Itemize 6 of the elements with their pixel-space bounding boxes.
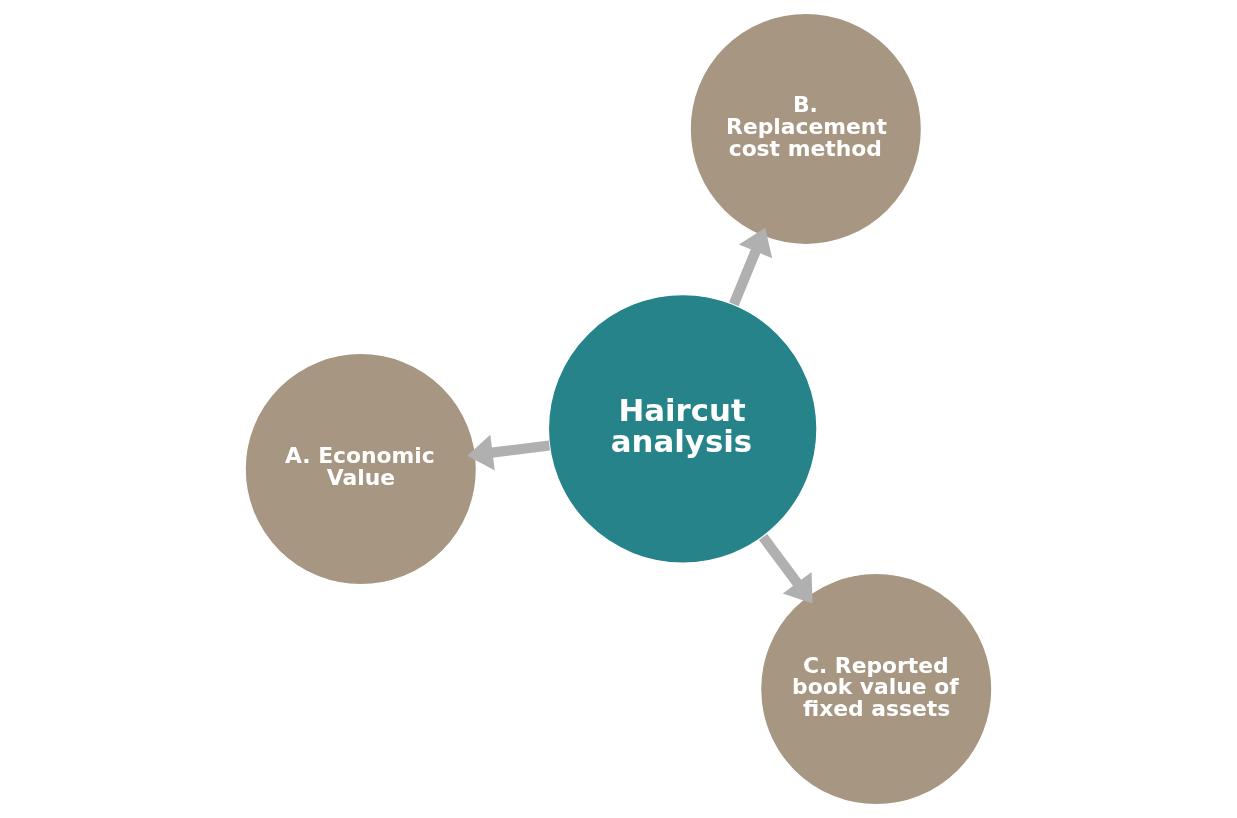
- arrow: [729, 227, 773, 307]
- arrow: [758, 533, 813, 604]
- node-circle: Haircut analysis: [547, 293, 818, 564]
- node-circle: B. Replacement cost method: [689, 12, 923, 246]
- node-circle: A. Economic Value: [244, 352, 478, 586]
- arrow: [467, 434, 551, 471]
